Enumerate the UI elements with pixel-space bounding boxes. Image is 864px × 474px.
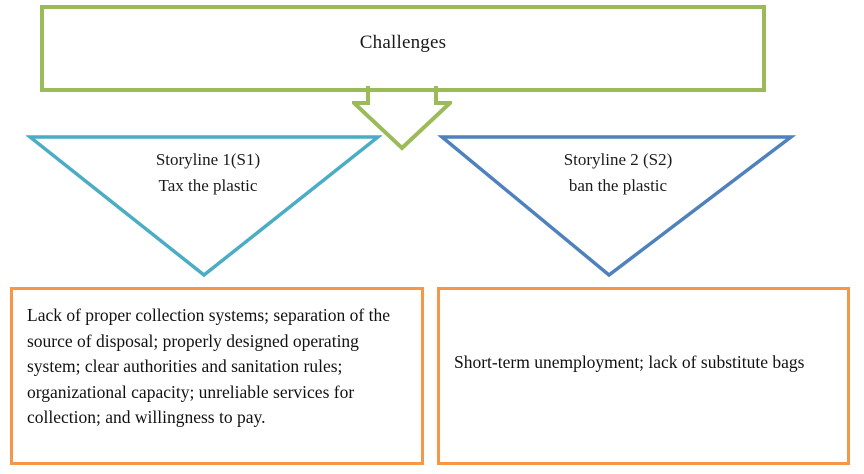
challenge-box-s1-text: Lack of proper collection systems; separ…	[27, 305, 391, 427]
storyline-2-triangle: Storyline 2 (S2) ban the plastic	[437, 129, 799, 281]
challenges-node: Challenges	[40, 5, 766, 92]
down-arrow-icon	[348, 86, 456, 152]
challenges-node-label: Challenges	[359, 32, 447, 53]
storyline-1-triangle: Storyline 1(S1) Tax the plastic	[24, 129, 384, 281]
challenge-box-s2: Short-term unemployment; lack of substit…	[437, 287, 850, 465]
challenge-box-s1: Lack of proper collection systems; separ…	[10, 287, 424, 465]
challenge-box-s2-text: Short-term unemployment; lack of substit…	[454, 352, 805, 372]
